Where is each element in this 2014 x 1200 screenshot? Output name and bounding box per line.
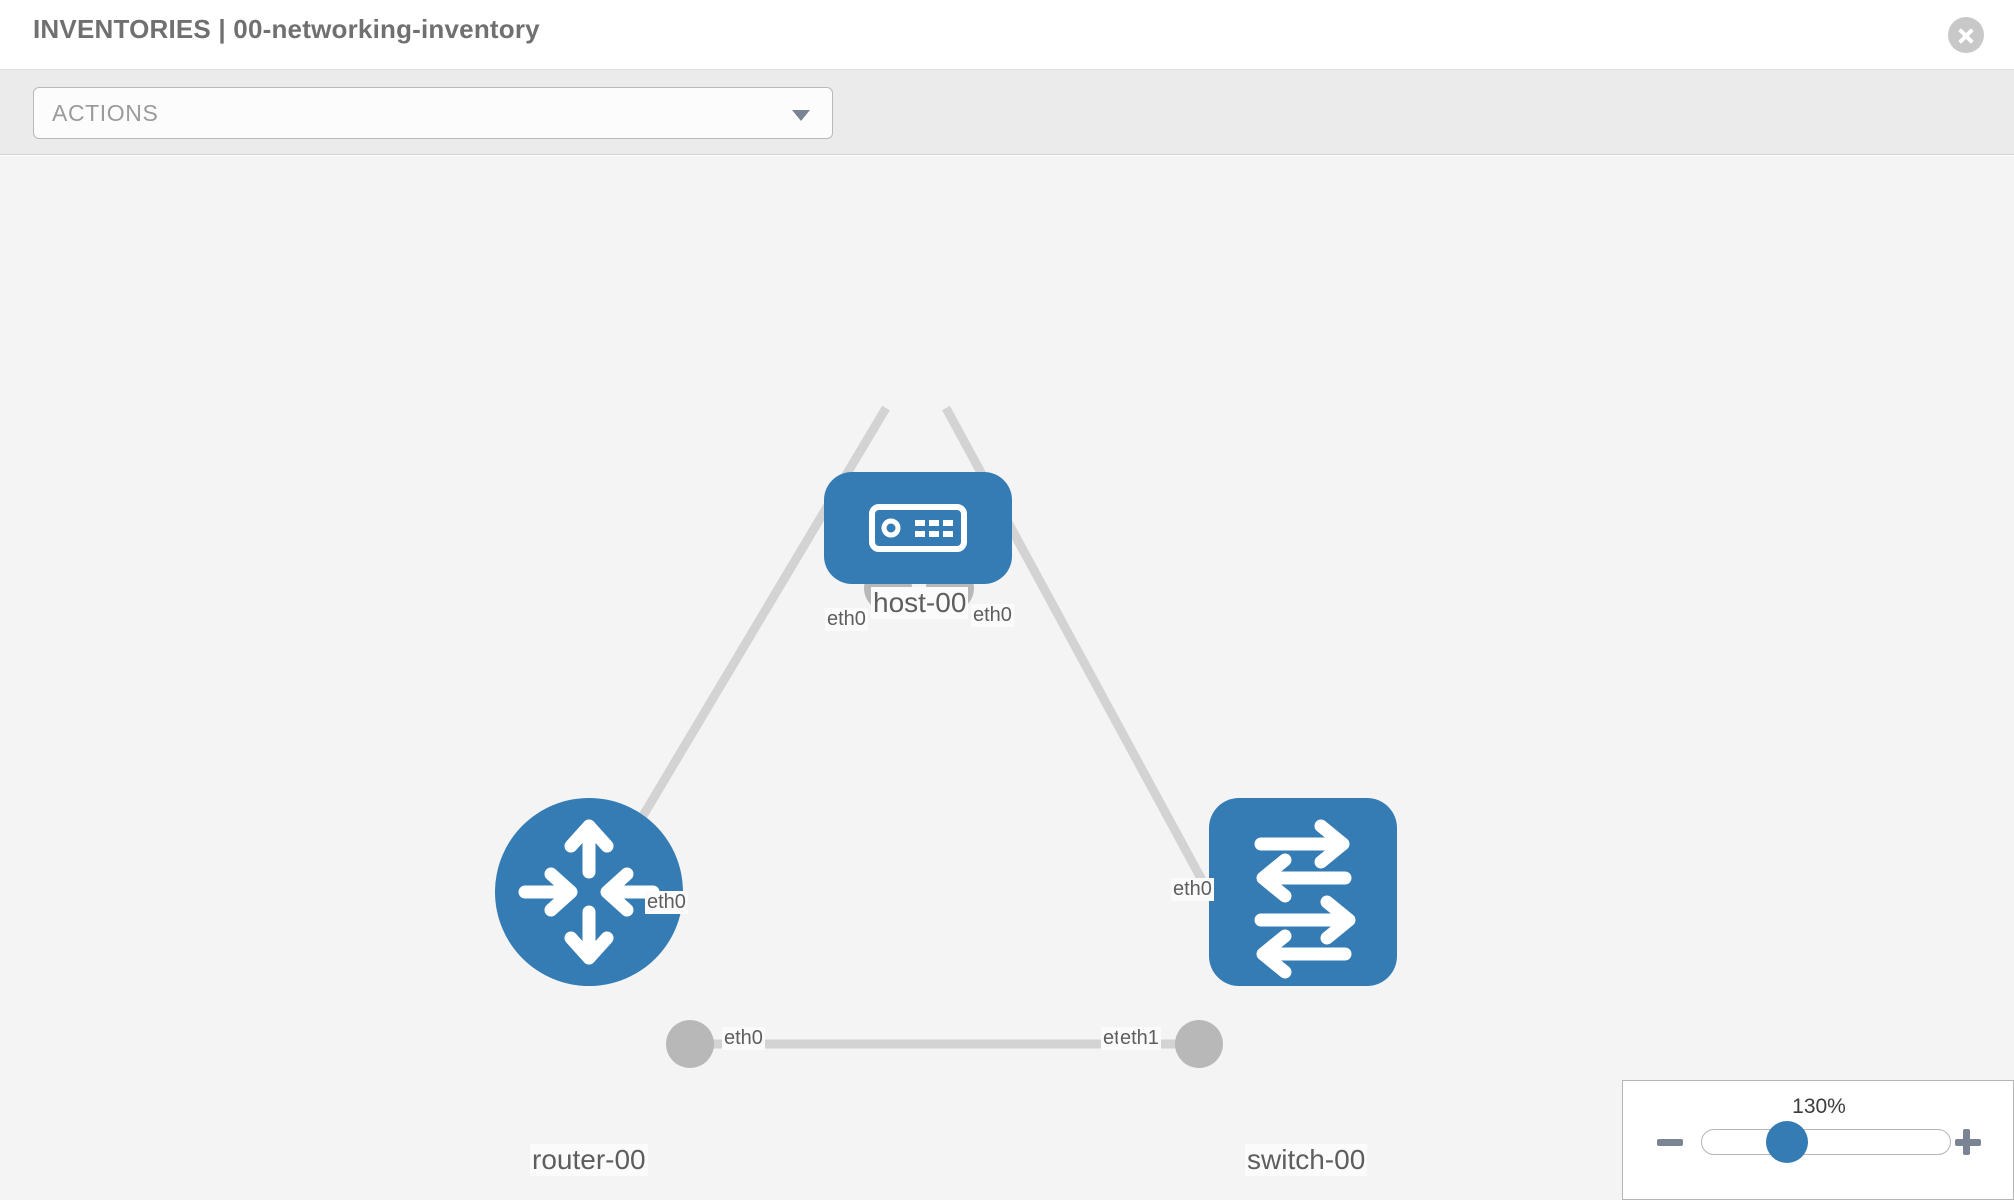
topology-canvas[interactable]: eth0 host-00 eth0 eth0 eth0 eth0 eth eth… [0,156,2014,1200]
minus-icon-bar [1657,1139,1683,1146]
actions-dropdown[interactable]: ACTIONS [33,87,833,139]
edge-label-host00-eth0-left: eth0 [825,608,868,631]
node-label-router-00: router-00 [530,1144,648,1176]
plus-icon[interactable] [1953,1127,1983,1157]
router-arrows-icon [518,819,660,965]
connector-router00-right [666,1020,714,1068]
actions-dropdown-label: ACTIONS [52,100,159,126]
plus-icon-bar-vertical [1962,1129,1970,1155]
edge-label-switch00-eth0-uplink: eth0 [1171,878,1214,901]
zoom-slider[interactable] [1701,1129,1951,1155]
topology-graph [495,405,1397,1068]
switch-arrows-icon [1254,819,1356,979]
node-label-switch-00: switch-00 [1245,1144,1368,1176]
node-host-00 [824,472,1012,584]
zoom-level-value: 130% [1792,1095,1846,1118]
edge-label-host00-eth0-right: eth0 [971,604,1014,627]
server-icon [869,504,967,552]
connector-switch00-left [1175,1020,1223,1068]
node-router-00 [495,798,683,986]
close-icon[interactable] [1948,17,1984,53]
page-header: INVENTORIES | 00-networking-inventory [0,0,2014,70]
edge-label-router00-eth0-uplink: eth0 [645,891,688,914]
page-title: INVENTORIES | 00-networking-inventory [33,14,540,44]
edge-label-switch00-eth1: eth1 [1118,1027,1161,1050]
node-label-host-00: host-00 [871,587,969,619]
minus-icon[interactable] [1655,1127,1685,1157]
edge-label-router00-eth0: eth0 [722,1027,765,1050]
node-switch-00 [1209,798,1397,986]
toolbar: ACTIONS SEARCH [0,70,2014,209]
chevron-down-icon [792,110,810,121]
zoom-control-panel: 130% [1622,1080,2014,1200]
zoom-slider-thumb[interactable] [1766,1121,1808,1163]
